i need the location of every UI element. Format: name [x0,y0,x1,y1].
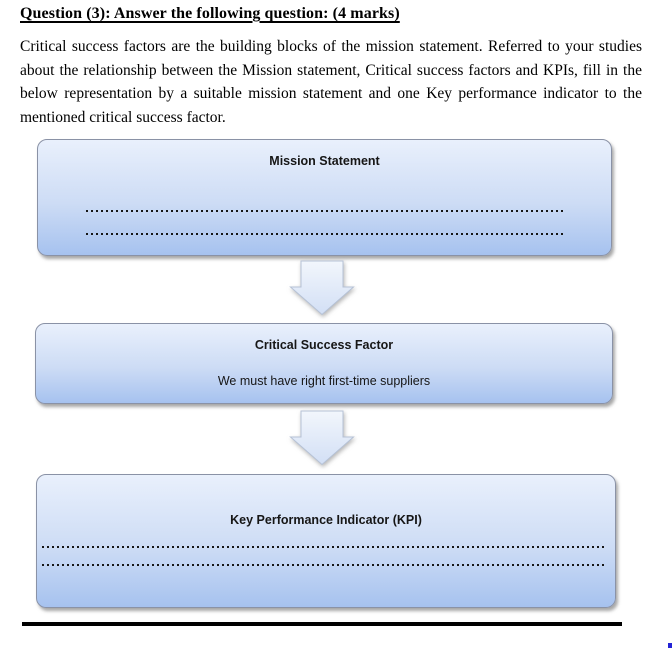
question-paragraph: Critical success factors are the buildin… [20,38,642,126]
kpi-blank-line-1[interactable] [42,546,604,548]
mission-statement-box: Mission Statement [37,139,612,256]
question-heading: Question (3): Answer the following quest… [20,5,400,22]
kpi-box-title: Key Performance Indicator (KPI) [230,513,422,527]
down-arrow-icon [289,260,355,316]
critical-success-factor-box: Critical Success Factor We must have rig… [35,323,613,404]
bottom-rule [22,622,622,626]
mission-statement-blank-line-2[interactable] [86,233,564,235]
down-arrow-icon [289,410,355,466]
critical-success-factor-text: We must have right first-time suppliers [217,374,431,388]
kpi-box: Key Performance Indicator (KPI) [36,474,616,608]
kpi-blank-line-2[interactable] [42,564,604,566]
mission-statement-blank-line-1[interactable] [86,210,564,212]
mission-statement-box-title: Mission Statement [269,154,380,168]
corner-cursor-mark [668,643,672,648]
critical-success-factor-box-title: Critical Success Factor [254,338,394,352]
